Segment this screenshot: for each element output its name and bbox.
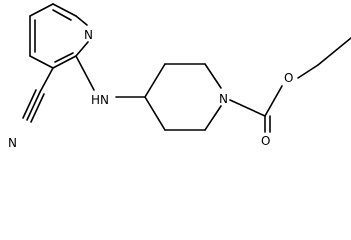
ester-oxygen-label: O <box>284 71 293 85</box>
triple-bond-line-2 <box>22 89 37 119</box>
carbonyl-oxygen-label: O <box>261 134 270 148</box>
piperidine-ring <box>144 63 222 131</box>
bond-c6-c5 <box>29 3 54 17</box>
bond-pip-c4-c3 <box>144 63 166 98</box>
triple-bond-line-3 <box>30 93 45 123</box>
piperidine-nitrogen-label: N <box>219 92 228 106</box>
pyridine-nitrogen-label: N <box>84 28 93 42</box>
triple-bond-line-1 <box>26 91 41 121</box>
carbamate-group <box>229 37 351 133</box>
bond-pip-n-c6 <box>204 105 222 131</box>
bond-ch2-to-ch3 <box>317 37 351 66</box>
bond-ring-to-nh <box>75 55 95 91</box>
nitrile-group <box>22 67 54 123</box>
molecule-canvas: N N HN N O O <box>8 3 351 150</box>
bond-n-c2 <box>75 41 89 57</box>
pyridine-ring <box>29 3 89 69</box>
bond-carbonyl-c-to-ester-o <box>264 85 283 117</box>
nitrile-nitrogen-label: N <box>8 136 17 150</box>
bond-ester-o-to-ch2 <box>297 64 319 79</box>
bond-c2-c3 <box>52 55 77 69</box>
bond-n-to-carbonyl-c <box>229 99 266 117</box>
bond-ring-to-nitrile-c <box>39 67 54 93</box>
bond-pip-c5-c4 <box>144 96 166 131</box>
amine-nh-label: HN <box>91 93 109 107</box>
bond-c3-c6 <box>29 55 54 69</box>
bond-c5-c4 <box>52 3 77 17</box>
double-bond-inner-3 <box>54 52 74 63</box>
bond-pip-c2-n <box>204 63 222 89</box>
double-bond-inner-2 <box>52 9 72 21</box>
structure-diagram: N N HN N O O <box>8 3 351 150</box>
bond-c4-n <box>75 15 88 26</box>
